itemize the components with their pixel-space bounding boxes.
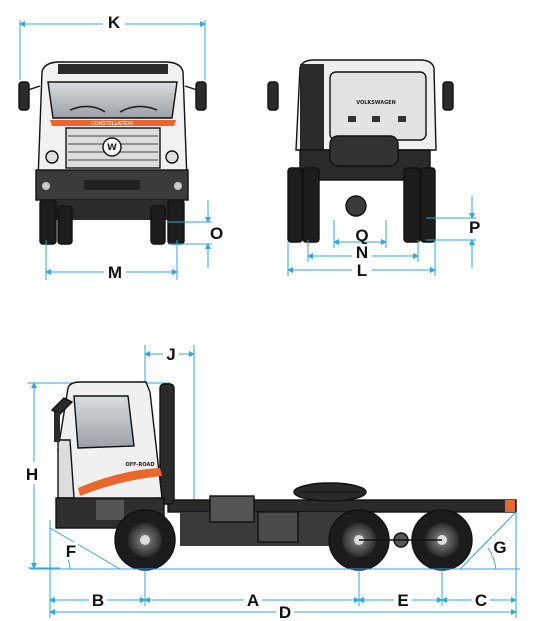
front-view: K CONSTELLATION W: [18, 10, 223, 282]
front-wheel: [114, 509, 176, 571]
rear-view: VOLKSWAGEN Q N L: [267, 59, 480, 280]
side-view: J H OFF-ROAD: [24, 342, 520, 621]
dim-label-j: J: [166, 345, 175, 364]
side-decal-text: OFF-ROAD: [126, 462, 155, 468]
dim-label-q: Q: [355, 226, 368, 245]
dim-label-c: C: [475, 591, 487, 610]
grille-badge-text: CONSTELLATION: [91, 121, 133, 127]
dim-label-h: H: [26, 465, 38, 484]
dim-label-a: A: [247, 591, 259, 610]
dim-label-o: O: [210, 224, 223, 243]
dim-label-d: D: [279, 603, 291, 621]
dim-label-b: B: [92, 591, 104, 610]
dim-label-k: K: [108, 13, 121, 32]
dim-label-p: P: [469, 218, 480, 237]
dim-label-g: G: [493, 538, 506, 557]
dim-label-l: L: [357, 261, 367, 280]
svg-text:W: W: [107, 143, 117, 153]
rear-panel-text: VOLKSWAGEN: [356, 100, 396, 106]
dim-label-m: M: [108, 263, 122, 282]
dim-label-n: N: [356, 243, 368, 262]
dim-label-e: E: [397, 591, 408, 610]
vw-logo-icon: [102, 137, 122, 157]
dim-label-f: F: [66, 542, 76, 561]
